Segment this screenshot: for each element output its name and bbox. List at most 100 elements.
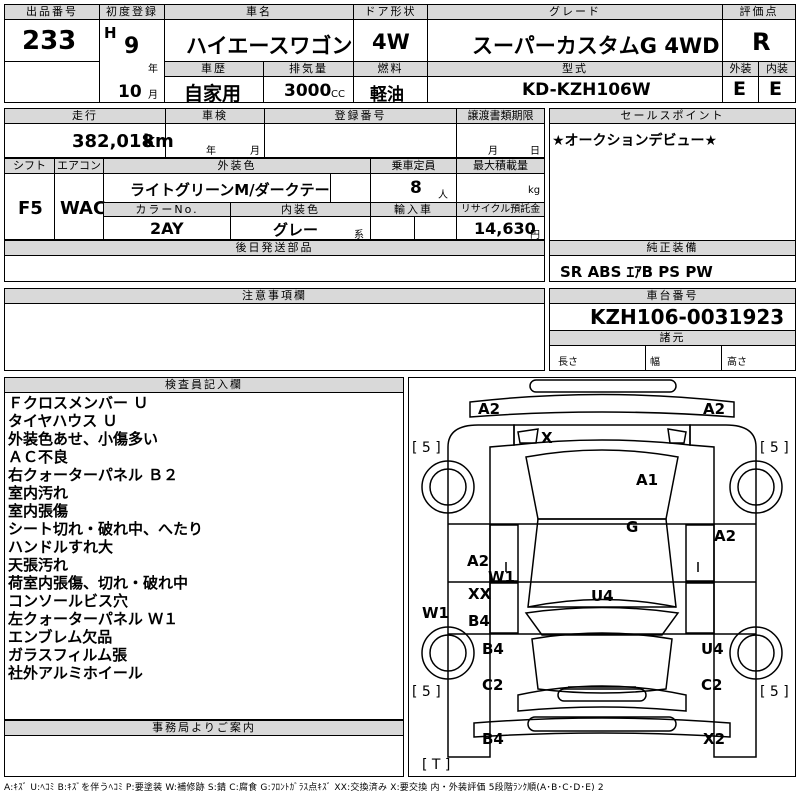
sales-point-text: ★オークションデビュー★: [552, 133, 718, 149]
transfer-header: 譲渡書類期限: [456, 108, 545, 124]
mark-left-far: W1: [422, 604, 449, 622]
int-header: 内装: [758, 61, 796, 77]
remark-line: ＡＣ不良: [8, 448, 69, 466]
car-name-header: 車名: [164, 4, 354, 20]
insp-month-unit: 月: [250, 146, 260, 157]
mark-windshield: X: [541, 429, 553, 447]
notes-header: 注意事項欄: [4, 288, 545, 304]
ac-header: エアコン: [54, 158, 104, 174]
capacity-unit: 人: [438, 190, 448, 201]
recycle-cell: [456, 216, 545, 240]
era: H: [104, 24, 117, 42]
interior-color: グレー: [273, 221, 319, 239]
tire-rear-right: [ 5 ]: [760, 684, 789, 700]
body-color: ライトグリーンM/ダークテー: [130, 181, 330, 199]
sales-point-header: セールスポイント: [549, 108, 796, 124]
mark-roof: G: [626, 518, 639, 536]
remark-line: 室内汚れ: [8, 484, 69, 502]
mark-rear-bottom-left: B4: [482, 730, 504, 748]
first-reg-header: 初度登録: [99, 4, 165, 20]
fuel-header: 燃料: [353, 61, 428, 77]
color-no: 2AY: [150, 219, 184, 238]
import-cell-2: [414, 216, 457, 240]
later-parts-cell: [4, 255, 545, 282]
remark-line: 右クォーターパネル Ｂ２: [8, 466, 179, 484]
chassis-number: KZH106-0031923: [590, 305, 785, 329]
mark-hood: A1: [636, 471, 659, 489]
capacity-header: 乗車定員: [370, 158, 457, 174]
transfer-cell: [456, 123, 545, 158]
history-header: 車歴: [164, 61, 264, 77]
door: 4W: [372, 30, 410, 54]
reg-year: 9: [124, 34, 140, 59]
mark-rear-left-b4: B4: [482, 640, 504, 658]
mileage-unit: km: [143, 131, 174, 152]
inspection-header: 車検: [165, 108, 265, 124]
displacement-header: 排気量: [263, 61, 354, 77]
load-unit: kg: [528, 185, 541, 196]
displacement: 3000: [284, 81, 332, 101]
grade: スーパーカスタムG 4WD: [472, 34, 720, 58]
color-no-header: カラーNo.: [103, 202, 231, 217]
mark-left-b4: B4: [468, 612, 490, 630]
remark-line: 荷室内張傷、切れ・破れ中: [8, 574, 189, 592]
mark-left-w1: W1: [488, 568, 515, 586]
remark-line: 室内張傷: [8, 502, 69, 520]
lot-no-header: 出品番号: [4, 4, 100, 20]
remark-line: タイヤハウス Ｕ: [8, 412, 118, 430]
insp-year-unit: 年: [206, 146, 216, 157]
ext-score: E: [733, 78, 746, 100]
remark-line: コンソールビス穴: [8, 592, 129, 610]
mark-front-right: A2: [703, 400, 726, 418]
remark-line: ハンドルすれ大: [8, 538, 114, 556]
office-header: 事務局よりご案内: [4, 720, 404, 736]
reg-month: 10: [118, 82, 142, 102]
remark-line: Ｆクロスメンバー Ｕ: [8, 394, 149, 412]
dims-height-cell: [721, 345, 796, 371]
equipment-header: 純正装備: [549, 240, 796, 256]
inspector-header: 検査員記入欄: [4, 377, 404, 393]
fuel: 軽油: [370, 85, 404, 105]
chassis-header: 車台番号: [549, 288, 796, 304]
interior-header: 内装色: [230, 202, 371, 217]
mark-floor: U4: [591, 587, 614, 605]
vehicle-diagram: [421, 379, 783, 758]
reg-no-header: 登録番号: [264, 108, 457, 124]
inspector-remarks: Ｆクロスメンバー Ｕ タイヤハウス Ｕ 外装色あせ、小傷多い ＡＣ不良 右クォー…: [8, 394, 203, 682]
import-cell: [370, 216, 415, 240]
equipment-text: SR ABS ｴｱB PS PW: [560, 263, 713, 281]
remark-line: ガラスフィルム張: [8, 646, 128, 664]
door-header: ドア形状: [353, 4, 428, 20]
load-header: 最大積載量: [456, 158, 545, 174]
legend: A:ｷｽﾞ U:ﾍｺﾐ B:ｷｽﾞを伴うﾍｺﾐ P:要塗装 W:補修跡 S:錆 …: [4, 783, 604, 793]
dims-width: 幅: [650, 357, 660, 368]
color-header: 外装色: [103, 158, 371, 174]
score: R: [752, 28, 771, 56]
mark-rear-right-c2: C2: [701, 676, 723, 694]
mark-rear-bottom-right: X2: [703, 730, 726, 748]
dims-header: 諸元: [549, 330, 796, 346]
int-cell: [758, 76, 796, 103]
shift-header: シフト: [4, 158, 55, 174]
dims-height: 高さ: [727, 357, 747, 368]
equipment-cell: [549, 255, 796, 282]
mileage-header: 走行: [4, 108, 166, 124]
remark-line: 社外アルミホイール: [8, 664, 143, 682]
grade-header: グレード: [427, 4, 723, 20]
model-header: 型式: [427, 61, 723, 77]
mark-right-side: A2: [714, 527, 737, 545]
reg-month-unit: 月: [148, 90, 158, 101]
model: KD-KZH106W: [522, 80, 651, 100]
ac: WAC: [60, 198, 107, 219]
shift: F5: [18, 198, 43, 219]
import-header: 輸入車: [370, 202, 457, 217]
tire-front-left: [ 5 ]: [412, 440, 441, 456]
displacement-unit: CC: [331, 89, 345, 100]
mark-front-left: A2: [478, 400, 501, 418]
office-cell: [4, 735, 404, 777]
reg-year-unit: 年: [148, 64, 158, 75]
recycle-fee: 14,630: [474, 219, 536, 238]
spare-tire: [ T ]: [422, 757, 451, 773]
recycle-header: リサイクル預託金: [456, 202, 545, 217]
mark-rear-right-u4: U4: [701, 640, 724, 658]
